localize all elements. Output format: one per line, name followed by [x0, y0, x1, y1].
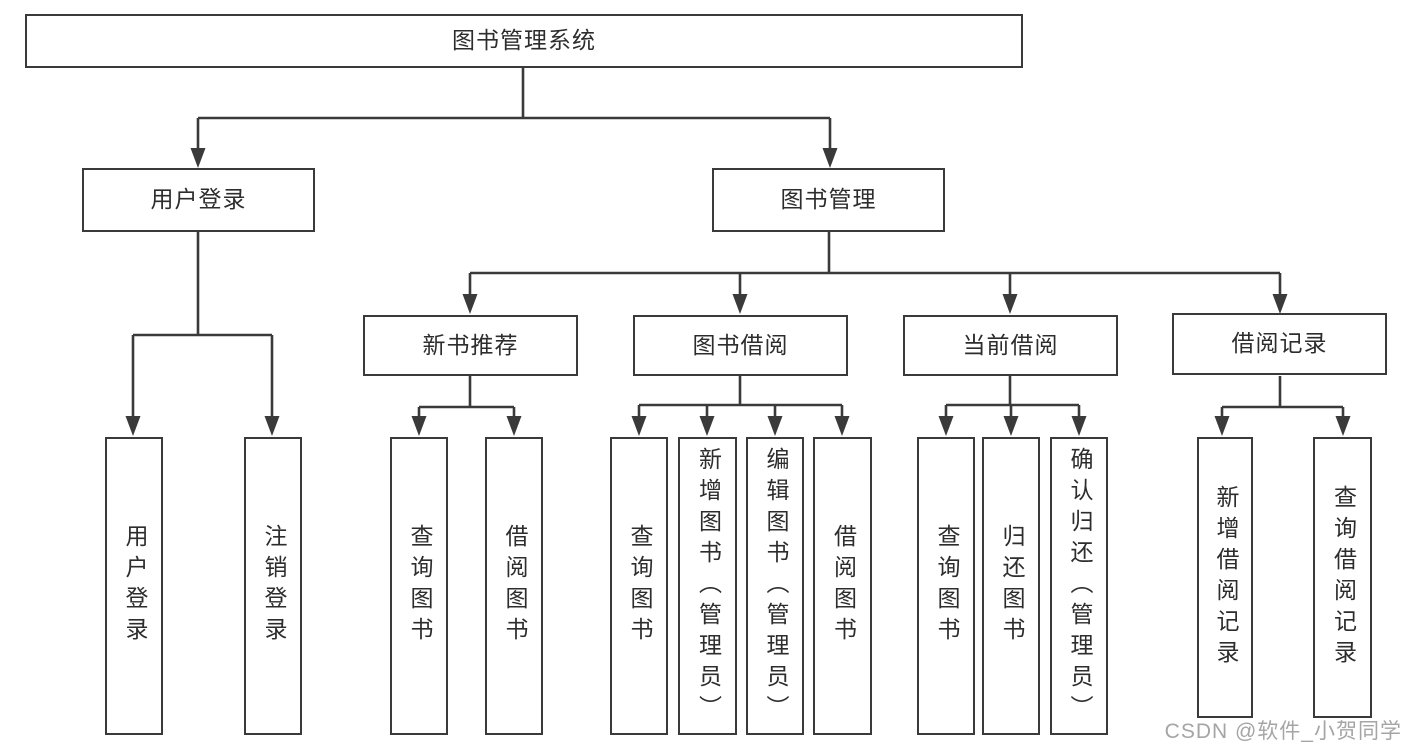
- leaf-borrowing-borrow-books: 借阅图书: [813, 437, 872, 735]
- leaf-logout: 注销登录: [244, 437, 302, 735]
- node-book-borrowing: 图书借阅: [633, 315, 848, 376]
- watermark-text: CSDN @软件_小贺同学: [1164, 720, 1402, 743]
- leaf-borrowing-edit-books-admin: 编辑图书（管理员）: [746, 437, 804, 735]
- node-new-book-recommend: 新书推荐: [363, 315, 578, 376]
- leaf-current-return-books: 归还图书: [982, 437, 1040, 735]
- node-current-borrowing: 当前借阅: [903, 315, 1118, 376]
- leaf-current-confirm-return-admin: 确认归还（管理员）: [1050, 437, 1108, 735]
- node-user-login: 用户登录: [82, 168, 315, 232]
- node-borrowing-records: 借阅记录: [1172, 313, 1387, 375]
- leaf-records-add-borrow-record: 新增借阅记录: [1197, 437, 1253, 718]
- leaf-newrec-borrow-books: 借阅图书: [485, 437, 543, 735]
- leaf-user-login: 用户登录: [105, 437, 163, 735]
- node-book-management: 图书管理: [712, 168, 945, 232]
- leaf-borrowing-add-books-admin: 新增图书（管理员）: [678, 437, 737, 735]
- leaf-borrowing-query-books: 查询图书: [610, 437, 668, 735]
- leaf-current-query-books: 查询图书: [917, 437, 975, 735]
- node-root-library-system: 图书管理系统: [25, 14, 1023, 68]
- connector-path: [131, 68, 1345, 418]
- leaf-newrec-query-books: 查询图书: [390, 437, 448, 735]
- leaf-records-query-borrow-record: 查询借阅记录: [1313, 437, 1372, 718]
